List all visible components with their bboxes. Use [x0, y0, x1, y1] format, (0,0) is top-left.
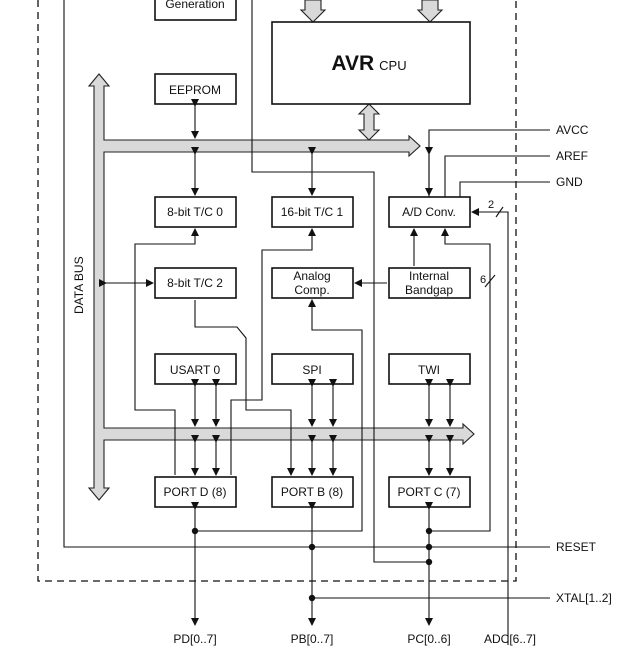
avcc-label: AVCC [556, 123, 589, 137]
pin-outputs [191, 502, 433, 626]
port-d-label: PORT D (8) [164, 485, 227, 499]
adc-label: A/D Conv. [402, 205, 456, 219]
bandgap-label: Bandgap [405, 283, 453, 297]
internal-label: Internal [409, 269, 449, 283]
tc0-label: 8-bit T/C 0 [167, 205, 223, 219]
adc-pins-label: ADC[6..7] [484, 632, 536, 646]
usart-block: USART 0 [154, 353, 237, 385]
aref-label: AREF [556, 149, 588, 163]
analog-label: Analog [293, 269, 330, 283]
pb-pins-label: PB[0..7] [291, 632, 334, 646]
data-bus [87, 73, 475, 501]
comp-label: Comp. [294, 283, 329, 297]
internal-bandgap-block: Internal Bandgap [388, 267, 471, 299]
cpu-top-bus-right [416, 0, 444, 23]
eeprom-block: EEPROM [154, 73, 237, 105]
cpu-data-bus-link [357, 103, 381, 141]
usart-label: USART 0 [170, 363, 221, 377]
spi-block: SPI [271, 353, 354, 385]
generation-label: Generation [165, 0, 224, 11]
adc-bus-width: 2 [488, 199, 494, 211]
eeprom-label: EEPROM [169, 83, 221, 97]
junction-dots [191, 527, 433, 602]
port-c-label: PORT C (7) [398, 485, 461, 499]
analog-comparator-block: Analog Comp. [271, 267, 354, 299]
tc2-label: 8-bit T/C 2 [167, 276, 223, 290]
port-c-block: PORT C (7) [388, 476, 471, 508]
adc-block: A/D Conv. [388, 196, 471, 228]
timer-counter-1-block: 16-bit T/C 1 [271, 196, 354, 228]
tc1-label: 16-bit T/C 1 [281, 205, 344, 219]
xtal-label: XTAL[1..2] [556, 591, 612, 605]
gnd-label: GND [556, 175, 583, 189]
internal-routing [63, 0, 550, 645]
timer-counter-0-block: 8-bit T/C 0 [154, 196, 237, 228]
cpu-top-bus-left [299, 0, 327, 23]
cpu-label: CPU [379, 58, 406, 73]
twi-block: TWI [388, 353, 471, 385]
port-d-block: PORT D (8) [154, 476, 237, 508]
port-b-label: PORT B (8) [281, 485, 343, 499]
data-bus-label: DATA BUS [72, 256, 86, 314]
timer-counter-2-block: 8-bit T/C 2 [154, 267, 237, 299]
twi-label: TWI [418, 363, 440, 377]
pc-pins-label: PC[0..6] [407, 632, 450, 646]
avr-cpu-block: AVR CPU [271, 21, 471, 105]
clock-generation-block: Generation [154, 0, 237, 21]
avr-label: AVR [331, 52, 374, 75]
port-b-block: PORT B (8) [271, 476, 354, 508]
reset-label: RESET [556, 540, 597, 554]
pd-pins-label: PD[0..7] [173, 632, 216, 646]
chip-boundary [37, 0, 517, 582]
bandgap-bus-width: 6 [480, 274, 486, 286]
spi-label: SPI [302, 363, 321, 377]
